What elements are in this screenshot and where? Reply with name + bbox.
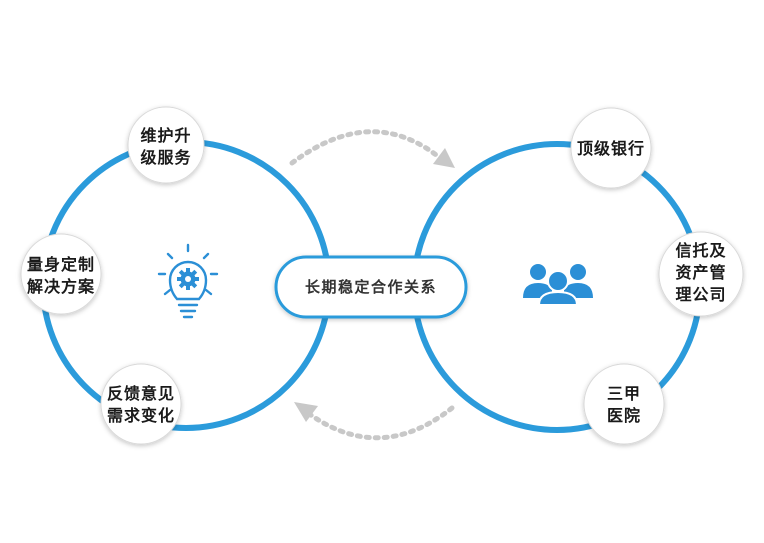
node-hospital-line2: 医院 [607,406,641,425]
node-custom-solution-line1: 量身定制 [27,255,95,274]
node-custom-solution-line2: 解决方案 [27,277,95,296]
node-hospital: 三甲 医院 [583,363,665,445]
node-feedback-line1: 反馈意见 [107,384,175,403]
node-feedback-line2: 需求变化 [107,406,175,425]
node-maintenance-line2: 级服务 [140,148,191,167]
node-trust-asset-line3: 理公司 [675,285,726,304]
center-pill: 长期稳定合作关系 [274,255,468,319]
node-feedback: 反馈意见 需求变化 [100,363,182,445]
node-trust-asset-line2: 资产管 [675,263,726,282]
node-trust-asset-line1: 信托及 [675,241,726,260]
node-top-bank: 顶级银行 [570,107,652,189]
dotted-arrow-right-icon [289,129,455,168]
center-label: 长期稳定合作关系 [305,278,437,296]
node-top-bank-line1: 顶级银行 [577,139,645,158]
node-custom-solution: 量身定制 解决方案 [20,233,102,315]
node-maintenance: 维护升 级服务 [127,106,205,184]
lightbulb-gear-icon [157,243,219,319]
dotted-arrow-left-icon [294,402,455,441]
node-maintenance-line1: 维护升 [140,126,191,145]
people-group-icon [523,264,593,306]
node-hospital-line1: 三甲 [607,384,641,403]
node-trust-asset: 信托及 资产管 理公司 [658,231,744,317]
